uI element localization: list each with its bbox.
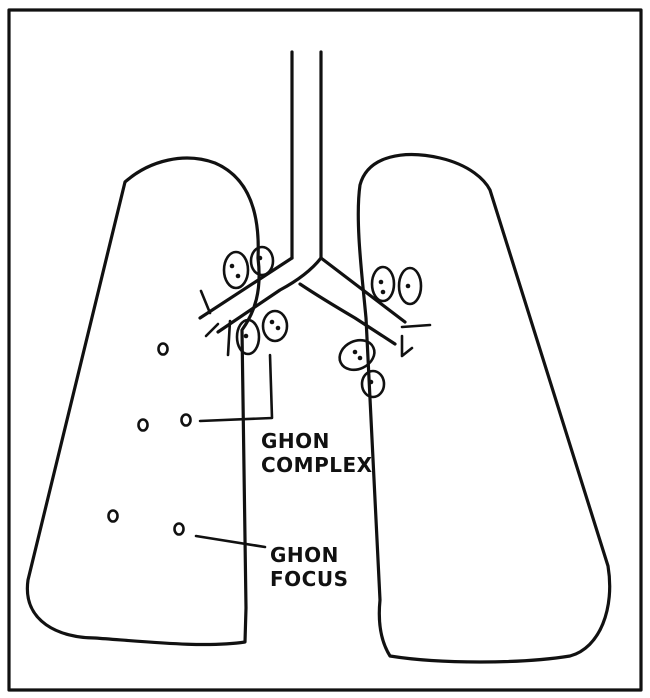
ghon-focus-pointer [196,536,265,547]
focus-2 [139,420,148,431]
focus-5 [175,524,184,535]
focus-3 [182,415,191,426]
ghon-focus-label: GHON FOCUS [270,543,349,591]
trachea [292,52,321,258]
right-lung [358,155,609,662]
ghon-complex-pointer [200,355,272,421]
right-bronchus-branch [402,325,430,356]
ghon-complex-label: GHON COMPLEX [261,429,373,477]
left-lung [27,158,259,644]
lung-foci [109,344,191,535]
focus-4 [109,511,118,522]
focus-1 [159,344,168,355]
